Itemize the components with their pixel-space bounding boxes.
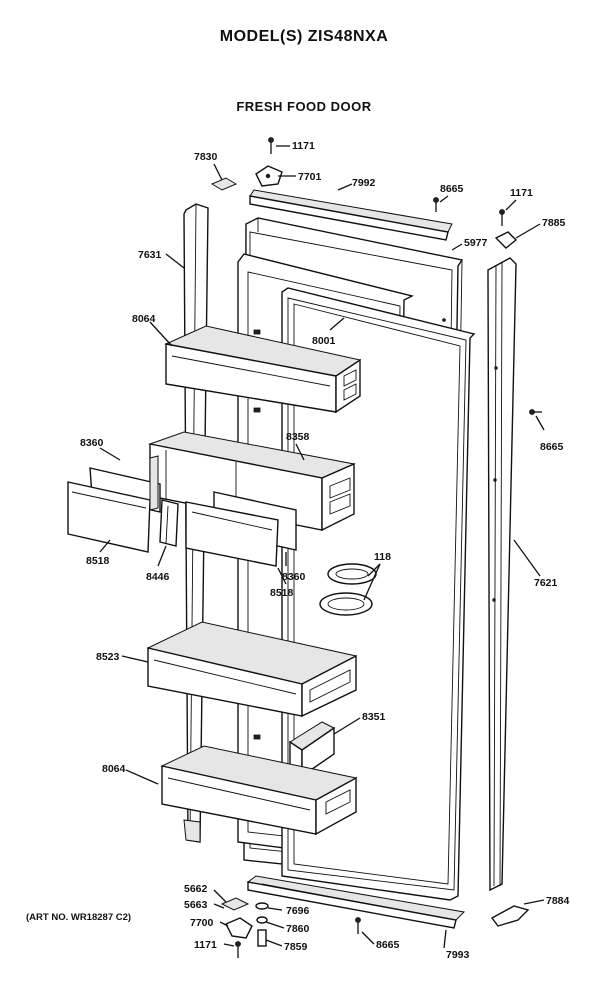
callout-1171-right: 1171	[510, 187, 533, 199]
callout-7701: 7701	[298, 171, 322, 183]
callout-7884: 7884	[546, 895, 570, 907]
bottom-trim	[246, 875, 466, 929]
callout-8360-left: 8360	[80, 437, 104, 449]
callout-7621: 7621	[534, 577, 558, 589]
callout-8360-right: 8360	[282, 571, 306, 583]
right-trim-strip	[487, 257, 517, 892]
callout-1171-bottom: 1171	[194, 939, 217, 951]
callout-8001: 8001	[312, 335, 336, 347]
dairy-door-right	[185, 491, 297, 567]
callout-8064-upper: 8064	[132, 313, 156, 325]
callout-7830: 7830	[194, 151, 218, 163]
callout-7859: 7859	[284, 941, 308, 953]
callout-5663: 5663	[184, 899, 208, 911]
callout-8351: 8351	[362, 711, 386, 723]
top-trim	[249, 189, 453, 241]
middle-door-shelf	[146, 621, 358, 718]
dairy-hinge-bracket	[159, 499, 179, 547]
callout-7700: 7700	[190, 917, 214, 929]
lower-door-shelf	[160, 745, 358, 836]
callout-8446: 8446	[146, 571, 170, 583]
callout-5977: 5977	[464, 237, 488, 249]
callout-labels: 1171 7830 7701 7992 8665 1171 7885 5977 …	[80, 140, 570, 961]
callout-8518-left: 8518	[86, 555, 110, 567]
callout-7992: 7992	[352, 177, 376, 189]
callout-5662: 5662	[184, 883, 208, 895]
callout-8665-right: 8665	[540, 441, 564, 453]
callout-8523: 8523	[96, 651, 120, 663]
callout-118: 118	[374, 551, 391, 563]
callout-8064-lower: 8064	[102, 763, 126, 775]
callout-1171-top: 1171	[292, 140, 315, 152]
callout-8358: 8358	[286, 431, 310, 443]
callout-7696: 7696	[286, 905, 310, 917]
callout-8665-top: 8665	[440, 183, 464, 195]
dairy-door-left	[67, 455, 161, 553]
callout-8518-right: 8518	[270, 587, 294, 599]
leader-lines	[99, 145, 545, 949]
section-title: FRESH FOOD DOOR	[236, 99, 372, 114]
egg-trays	[319, 563, 377, 616]
callout-7860: 7860	[286, 923, 310, 935]
upper-door-shelf	[164, 325, 362, 414]
callout-7993: 7993	[446, 949, 470, 961]
model-title: MODEL(S) ZIS48NXA	[219, 28, 389, 45]
hardware-parts	[210, 137, 542, 958]
art-number: (ART NO. WR18287 C2)	[26, 912, 132, 923]
callout-7885: 7885	[542, 217, 566, 229]
callout-8665-bottom: 8665	[376, 939, 400, 951]
callout-7631: 7631	[138, 249, 162, 261]
